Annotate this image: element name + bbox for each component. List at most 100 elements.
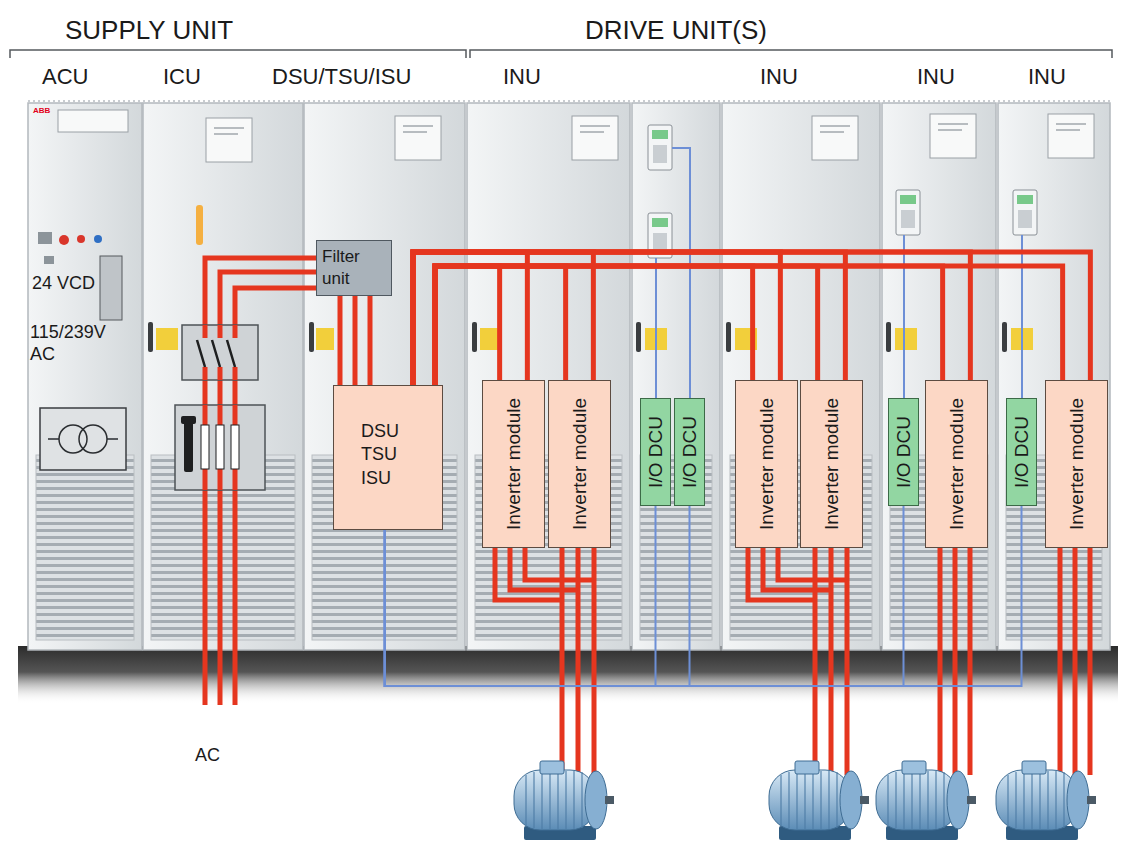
inverter-module-box: Inverter module bbox=[925, 380, 988, 548]
display-panel bbox=[395, 116, 441, 160]
control-keypad bbox=[648, 125, 672, 170]
fuse-switch-box bbox=[175, 405, 265, 490]
io-control-box: I/O DCU bbox=[674, 398, 705, 506]
display-panel bbox=[58, 110, 128, 132]
motor-cable bbox=[1060, 548, 1090, 775]
node-text: Inverter module bbox=[946, 398, 968, 530]
node-text: DSU TSU ISU bbox=[361, 420, 399, 490]
cabinet bbox=[632, 103, 720, 650]
brand-logo: ABB bbox=[33, 106, 50, 116]
transformer-box bbox=[40, 408, 126, 470]
voltage-label: 24 VCD bbox=[32, 273, 95, 295]
fuse bbox=[201, 425, 209, 469]
group-bracket bbox=[10, 50, 1112, 58]
group-heading: DRIVE UNIT(S) bbox=[585, 15, 767, 46]
indicator-strip bbox=[196, 205, 203, 245]
display-panel bbox=[206, 118, 252, 162]
io-control-box: I/O DCU bbox=[640, 398, 671, 506]
cabinet-label: INU bbox=[917, 64, 955, 90]
inverter-module-box: Inverter module bbox=[1045, 380, 1108, 548]
node-text: I/O DCU bbox=[1011, 416, 1033, 488]
io-control-box: I/O DCU bbox=[1006, 398, 1037, 506]
control-button bbox=[38, 232, 52, 244]
group-heading: SUPPLY UNIT bbox=[65, 15, 233, 46]
door-handle bbox=[726, 322, 731, 352]
inverter-module-box: Inverter module bbox=[548, 380, 611, 548]
switch-handle bbox=[184, 418, 193, 472]
display-panel bbox=[812, 116, 858, 160]
warning-sticker bbox=[316, 328, 334, 350]
indicator-lamp bbox=[94, 235, 102, 243]
control-keypad bbox=[896, 190, 920, 235]
motor-icon bbox=[514, 761, 614, 840]
cabinet-label: DSU/TSU/ISU bbox=[272, 64, 411, 90]
dc-bus-wire bbox=[413, 252, 1090, 385]
io-control-box: I/O DCU bbox=[888, 398, 919, 506]
door-handle bbox=[1002, 322, 1007, 352]
transformer-symbol bbox=[79, 425, 107, 453]
node-text: Inverter module bbox=[569, 398, 591, 530]
warning-sticker bbox=[895, 328, 917, 350]
keypad-cable bbox=[656, 148, 1022, 398]
display-panel bbox=[930, 114, 976, 158]
dc-bus-wire bbox=[413, 252, 593, 385]
switch-handle bbox=[181, 416, 196, 424]
contactor-symbol bbox=[197, 340, 235, 367]
supply-label: AC bbox=[195, 745, 220, 767]
fuse bbox=[216, 425, 224, 469]
motor-icon bbox=[996, 761, 1096, 840]
cabinet bbox=[143, 103, 303, 650]
cabinet-label: INU bbox=[1028, 64, 1066, 90]
door-handle bbox=[148, 322, 153, 352]
node-text: Inverter module bbox=[1066, 398, 1088, 530]
louvre bbox=[36, 455, 134, 640]
door-hardware bbox=[148, 322, 1033, 352]
dc-bus-wire bbox=[413, 252, 780, 385]
node-text: Filter unit bbox=[322, 246, 360, 290]
indicator-lamp bbox=[59, 235, 69, 245]
indicator-lamp bbox=[77, 235, 85, 243]
transformer-leads bbox=[48, 438, 118, 440]
power-supply-unit bbox=[100, 256, 122, 320]
door-handle bbox=[886, 322, 891, 352]
door-handle bbox=[472, 322, 477, 352]
filter-unit-box: Filter unit bbox=[316, 240, 392, 296]
cabinet-label: ICU bbox=[163, 64, 201, 90]
inverter-module-box: Inverter module bbox=[735, 380, 798, 548]
cabinet-label: ACU bbox=[42, 64, 88, 90]
dc-bus-wire bbox=[413, 252, 970, 385]
motor-icon bbox=[876, 761, 976, 840]
fuse bbox=[231, 425, 239, 469]
cabinet bbox=[467, 103, 630, 650]
motor-cable bbox=[495, 548, 594, 775]
cabinet bbox=[998, 103, 1110, 650]
node-text: I/O DCU bbox=[893, 416, 915, 488]
filtered-supply-wire bbox=[340, 296, 370, 385]
cabinet-label: INU bbox=[503, 64, 541, 90]
supply-unit-box: DSU TSU ISU bbox=[333, 385, 443, 530]
node-text: Inverter module bbox=[503, 398, 525, 530]
dc-bus-wire bbox=[413, 252, 845, 385]
cabinet bbox=[28, 103, 142, 650]
warning-sticker bbox=[156, 328, 178, 350]
motor-icon bbox=[769, 761, 869, 840]
door-handle bbox=[636, 322, 641, 352]
cabinet-top-edge bbox=[28, 100, 1110, 102]
switch-box bbox=[182, 325, 258, 380]
node-text: I/O DCU bbox=[645, 416, 667, 488]
cabinet-row bbox=[28, 103, 1110, 650]
display-panel bbox=[1048, 114, 1094, 158]
dc-bus-wire bbox=[413, 252, 527, 385]
display-panel bbox=[572, 116, 618, 160]
node-text: I/O DCU bbox=[679, 416, 701, 488]
voltage-label: 115/239V AC bbox=[30, 322, 122, 365]
cabinet-label: INU bbox=[760, 64, 798, 90]
inverter-module-box: Inverter module bbox=[800, 380, 863, 548]
door-handle bbox=[309, 322, 314, 352]
inverter-module-box: Inverter module bbox=[482, 380, 545, 548]
motor-cable bbox=[748, 548, 847, 775]
node-text: Inverter module bbox=[756, 398, 778, 530]
node-text: Inverter module bbox=[821, 398, 843, 530]
motor-cable bbox=[940, 548, 970, 775]
